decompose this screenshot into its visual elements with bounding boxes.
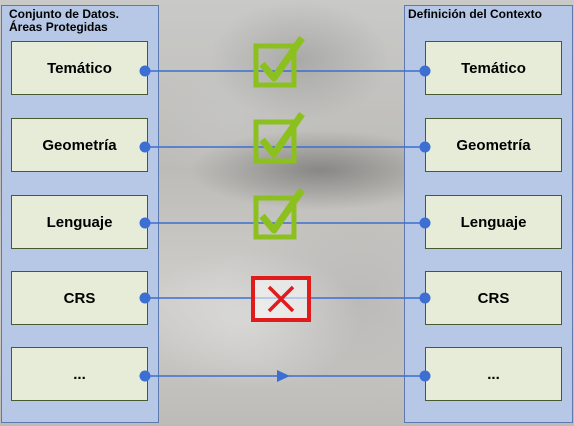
dataset-item-more: ...: [11, 347, 148, 401]
cross-icon: [251, 276, 311, 322]
check-icon: [253, 187, 305, 240]
arrow-head-icon: [277, 370, 290, 382]
context-item-geometria: Geometría: [425, 118, 562, 172]
context-item-crs: CRS: [425, 271, 562, 325]
dataset-item-crs: CRS: [11, 271, 148, 325]
connector-lenguaje: [139, 217, 431, 229]
dataset-item-tematico: Temático: [11, 41, 148, 95]
dataset-panel: Conjunto de Datos. Áreas Protegidas Temá…: [1, 5, 159, 423]
context-item-tematico: Temático: [425, 41, 562, 95]
dataset-item-geometria: Geometría: [11, 118, 148, 172]
check-icon: [253, 111, 305, 164]
check-icon: [253, 35, 305, 88]
context-item-more: ...: [425, 347, 562, 401]
context-panel: Definición del Contexto Temático Geometr…: [404, 5, 573, 423]
connector-more: [139, 370, 431, 382]
connector-tematico: [139, 65, 431, 77]
context-item-lenguaje: Lenguaje: [425, 195, 562, 249]
connector-geometria: [139, 141, 431, 153]
dataset-panel-title: Conjunto de Datos. Áreas Protegidas: [9, 7, 119, 34]
context-panel-title: Definición del Contexto: [408, 7, 543, 21]
dataset-item-lenguaje: Lenguaje: [11, 195, 148, 249]
